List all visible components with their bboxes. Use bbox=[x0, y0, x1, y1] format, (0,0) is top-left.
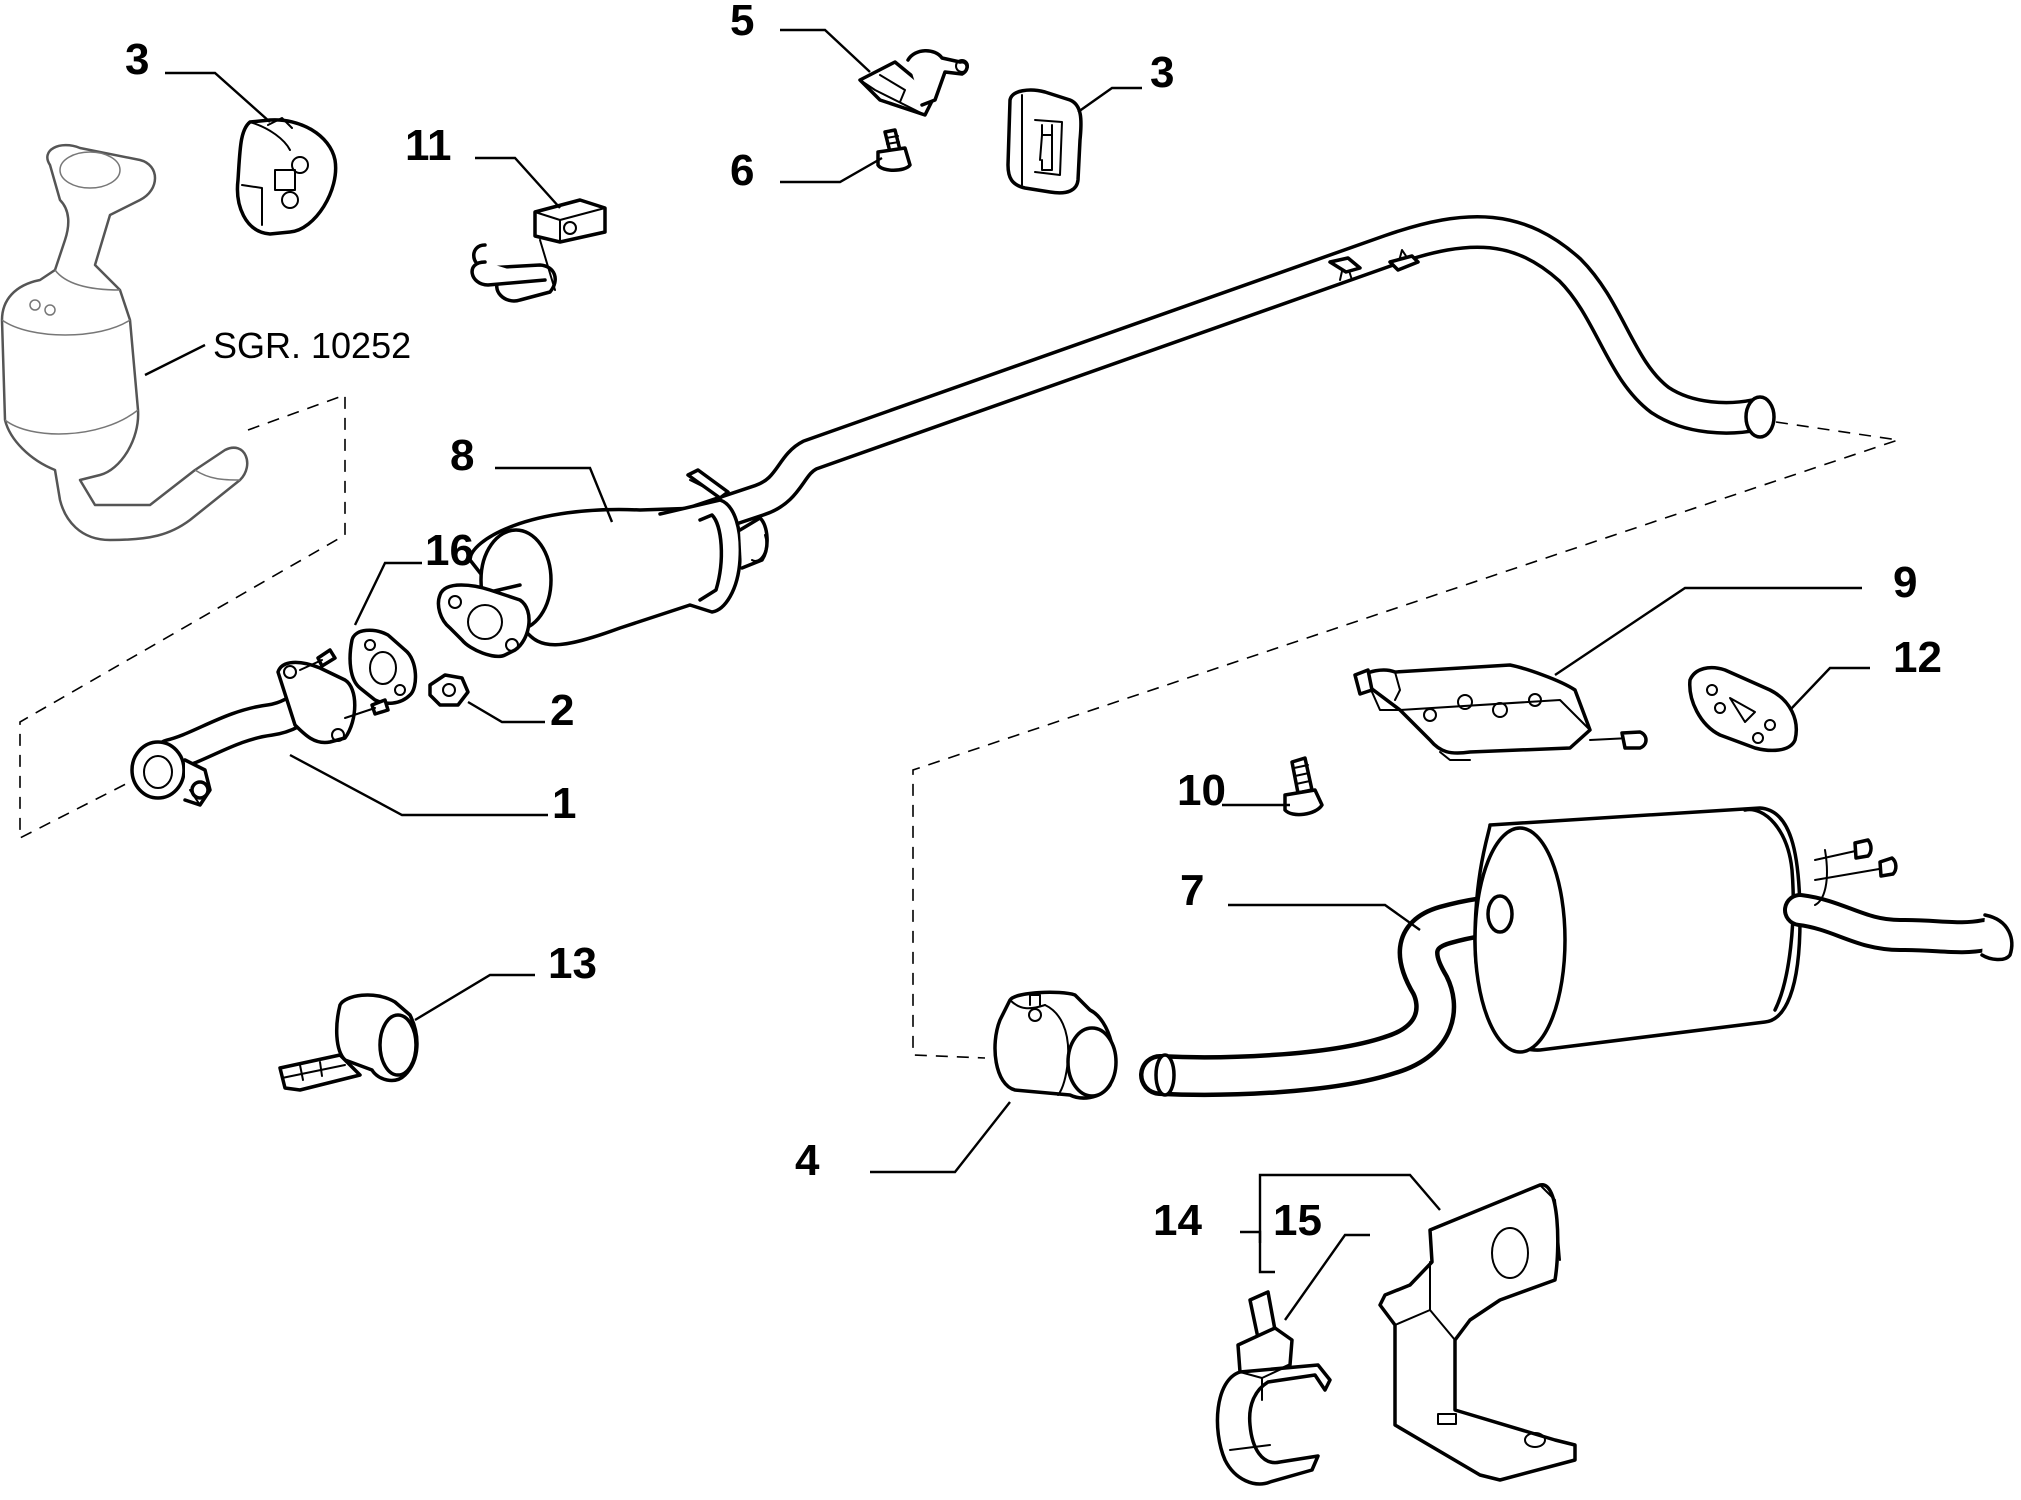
callout-12: 12 bbox=[1893, 633, 1942, 682]
reference-catalytic-assembly bbox=[0, 143, 249, 542]
callout-1: 1 bbox=[552, 779, 576, 828]
leader-14b bbox=[1240, 1230, 1275, 1274]
front-pipe-1 bbox=[130, 648, 390, 807]
leader-10 bbox=[870, 1101, 1011, 1174]
leader-11 bbox=[475, 156, 561, 209]
rubber-mount-3a bbox=[235, 117, 338, 236]
rear-muffler-7 bbox=[1139, 806, 2014, 1097]
callout-11: 11 bbox=[405, 121, 452, 170]
bolt-5 bbox=[876, 128, 912, 172]
callout-3b: 3 bbox=[1150, 48, 1174, 97]
leader-3b bbox=[1077, 86, 1142, 113]
callout-16: 16 bbox=[425, 526, 474, 575]
clamp-strap-13 bbox=[278, 993, 419, 1092]
callout-2: 2 bbox=[550, 686, 574, 735]
callout-5: 6 bbox=[730, 146, 754, 195]
callout-6: 8 bbox=[450, 431, 474, 480]
leader-5 bbox=[780, 156, 883, 184]
leader-6 bbox=[495, 466, 614, 523]
support-bracket-14 bbox=[1378, 1183, 1577, 1482]
callout-10: 4 bbox=[795, 1136, 820, 1185]
leader-16 bbox=[353, 561, 422, 626]
pipe-clip-15 bbox=[1215, 1290, 1332, 1486]
leader-13 bbox=[414, 973, 535, 1022]
intermediate-pipe bbox=[683, 214, 1776, 537]
reference-note-label: SGR. 10252 bbox=[213, 325, 411, 366]
callout-8: 9 bbox=[1893, 558, 1917, 607]
leader-4 bbox=[780, 28, 871, 73]
reference-note-leader bbox=[144, 343, 206, 377]
callout-14: 14 bbox=[1153, 1196, 1202, 1245]
leader-14a bbox=[1258, 1173, 1441, 1243]
hook-hanger-4 bbox=[858, 49, 969, 117]
leader-12 bbox=[1789, 666, 1870, 711]
rubber-mount-3b bbox=[1006, 88, 1083, 195]
leader-15 bbox=[1284, 1233, 1370, 1321]
callout-13: 13 bbox=[548, 939, 597, 988]
leader-8 bbox=[1554, 586, 1862, 676]
callout-4: 5 bbox=[730, 0, 754, 45]
leader-1 bbox=[289, 753, 548, 817]
pipe-clamp-10 bbox=[993, 990, 1118, 1100]
u-bolt-clamp-11 bbox=[470, 198, 607, 303]
connection-dashed-left bbox=[19, 393, 346, 840]
leader-2 bbox=[467, 700, 545, 724]
heat-shield-bracket-8 bbox=[1353, 663, 1648, 761]
leader-3a bbox=[165, 71, 271, 123]
gasket-16 bbox=[348, 628, 418, 706]
nut-2 bbox=[428, 673, 470, 707]
rubber-mount-12 bbox=[1688, 666, 1798, 753]
connection-dashed-right bbox=[912, 421, 1899, 1059]
callout-15: 15 bbox=[1273, 1196, 1322, 1245]
callout-3a: 3 bbox=[125, 35, 149, 84]
leader-7 bbox=[1228, 903, 1421, 931]
callout-7: 7 bbox=[1180, 866, 1204, 915]
bolt-9 bbox=[1283, 756, 1324, 817]
callout-9: 10 bbox=[1177, 766, 1226, 815]
catalytic-converter-6 bbox=[436, 468, 769, 658]
